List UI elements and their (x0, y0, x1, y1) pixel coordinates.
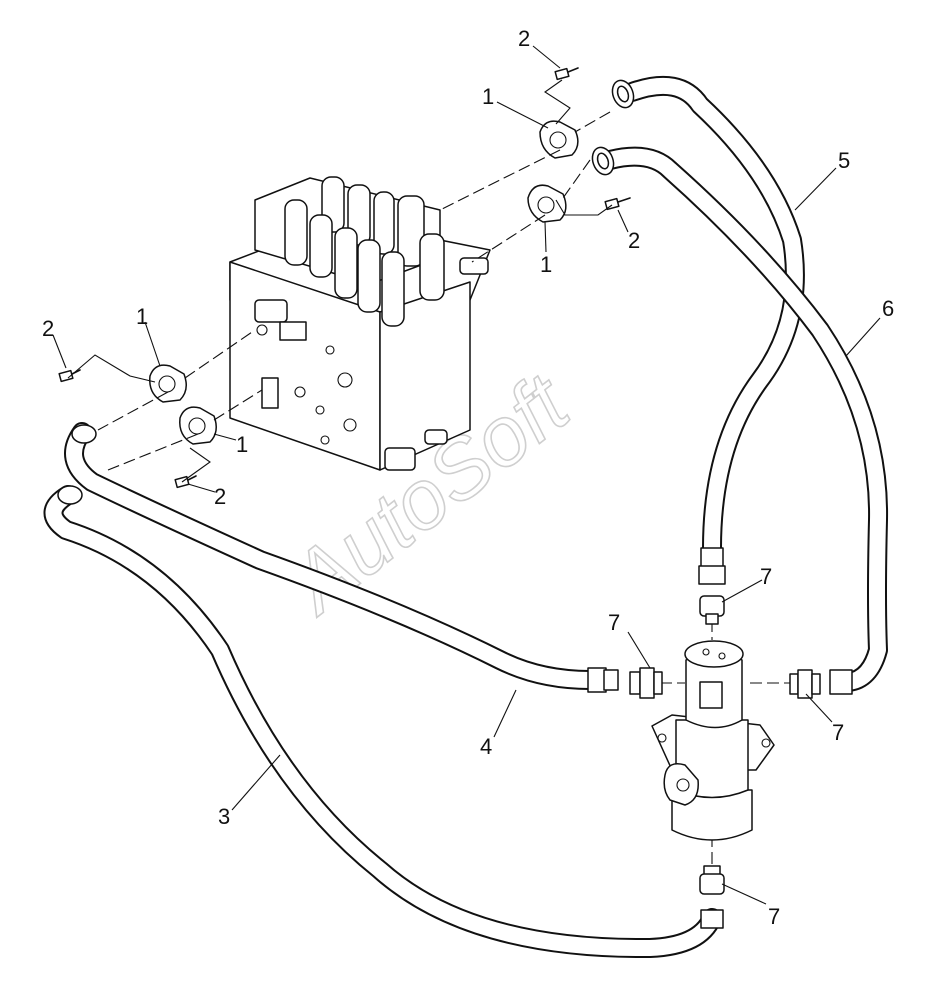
flange-1-upper (539, 120, 579, 159)
callout-7: 7 (768, 904, 780, 929)
callout-4: 4 (480, 734, 492, 759)
hose-4 (64, 422, 619, 693)
swivel-joint (651, 640, 775, 841)
callout-6: 6 (882, 296, 894, 321)
hose-6 (591, 146, 889, 695)
flange-1-left-lower (179, 406, 217, 445)
callout-1: 1 (236, 432, 248, 457)
control-valve-block (229, 176, 491, 471)
hose-3 (43, 485, 724, 959)
flange-1-left-upper (149, 364, 187, 403)
adapter-7-right (789, 669, 821, 699)
flange-1-mid (527, 184, 567, 223)
callout-1: 1 (136, 304, 148, 329)
callout-leaders (52, 45, 881, 905)
adapter-7-left (629, 667, 663, 699)
adapter-7-top (699, 595, 725, 625)
callout-1: 1 (482, 84, 494, 109)
callout-1: 1 (540, 252, 552, 277)
callout-2: 2 (628, 228, 640, 253)
callout-3: 3 (218, 804, 230, 829)
callout-7: 7 (832, 720, 844, 745)
adapter-7-bottom (699, 865, 725, 895)
callout-5: 5 (838, 148, 850, 173)
callout-7: 7 (760, 564, 772, 589)
callout-2: 2 (214, 484, 226, 509)
callout-labels: 2 1 1 2 5 6 2 1 1 2 7 7 7 4 3 7 (42, 26, 894, 929)
callout-7: 7 (608, 610, 620, 635)
hose-5 (611, 75, 805, 585)
callout-2: 2 (42, 316, 54, 341)
callout-2: 2 (518, 26, 530, 51)
